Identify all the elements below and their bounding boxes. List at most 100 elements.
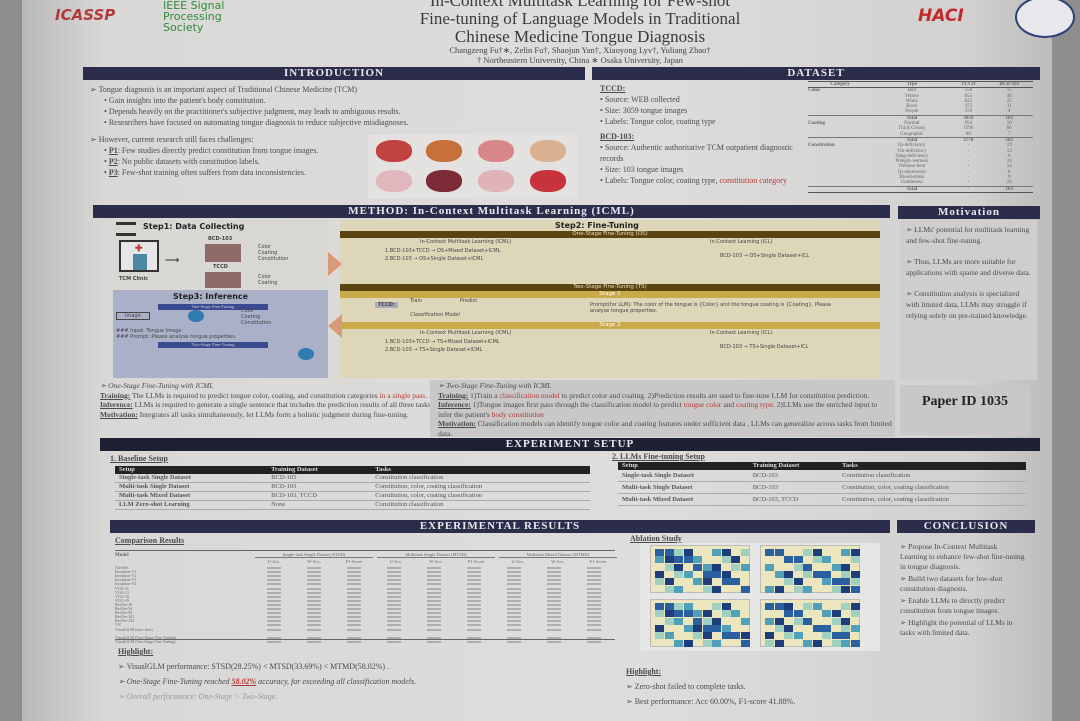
- model-header: Model: [115, 553, 129, 558]
- arrow-right-icon: [328, 252, 342, 276]
- heatmap-cell: [731, 632, 740, 640]
- heatmap-cell: [822, 610, 831, 618]
- cell: Yang-deficiency: [895, 153, 929, 159]
- heatmap-cell: [664, 549, 674, 556]
- heatmap-cell: [831, 563, 841, 571]
- value-cell-blurred: [427, 608, 441, 610]
- dataset-table-row: Total-103: [808, 186, 1033, 192]
- value-cell-blurred: [427, 628, 441, 631]
- heatmap-cell: [655, 610, 664, 618]
- metric-header: W-Acc.: [307, 559, 321, 564]
- value-cell-blurred: [307, 620, 321, 623]
- heatmap-cell: [674, 563, 683, 571]
- heatmap-cell: [674, 617, 683, 625]
- heatmap-cell: [721, 632, 731, 640]
- heatmap-cell: [850, 549, 860, 556]
- motivation-point: ➢ Thus, LLMs are more suitable for appli…: [906, 257, 1031, 277]
- heatmap-cell: [831, 578, 841, 586]
- dataset-table-row: Yin-deficiency-13: [808, 149, 1033, 154]
- cell: Blood-stasis: [899, 175, 925, 181]
- header-cell: Setup: [115, 466, 268, 474]
- icl-label: In-Context Learning (ICL): [710, 239, 773, 245]
- confusion-matrix-heatmap: [760, 599, 860, 647]
- dataset-table-row: Yang-deficiency-6: [808, 154, 1033, 159]
- heatmap-cell: [812, 603, 822, 610]
- cell: Black: [905, 104, 918, 110]
- heatmap-cell: [731, 563, 740, 571]
- ablation-title: Ablation Study: [630, 534, 682, 543]
- two-stage-motivation: Motivation: Classification models can id…: [438, 419, 892, 438]
- heatmap-cell: [784, 556, 793, 564]
- cell: BCD-103: [267, 482, 372, 492]
- value-cell-blurred: [307, 571, 321, 574]
- step1-panel: Step1: Data Collecting ✚ TCM Clinic ⟶ BC…: [113, 220, 328, 290]
- cell: 823: [964, 98, 973, 104]
- step1-title: Step1: Data Collecting: [143, 222, 245, 231]
- header-cell: Tasks: [371, 466, 590, 474]
- group-header: Multitask Single Dataset (MTSD): [377, 552, 495, 558]
- method-header: METHOD: In-Context Multitask Learning (I…: [93, 205, 890, 218]
- heatmap-cell: [683, 570, 693, 578]
- value-cell-blurred: [267, 599, 281, 602]
- highlight-item: ➢ VisualGLM performance: STSD(28.25%) < …: [118, 662, 390, 671]
- heatmap-cell: [702, 563, 712, 571]
- heatmap-cell: [721, 603, 731, 610]
- heatmap-cell: [664, 556, 674, 564]
- value-cell-blurred: [307, 612, 321, 615]
- icassp-logo: ICASSP: [55, 6, 155, 28]
- heatmap-cell: [841, 563, 850, 571]
- heatmap-cell: [841, 578, 850, 586]
- heatmap-cell: [693, 624, 702, 632]
- value-cell-blurred: [267, 624, 281, 627]
- value-cell-blurred: [267, 595, 281, 598]
- group-header: Single-task Single Dataset (STSD): [255, 552, 373, 558]
- layers-icon: [116, 222, 136, 236]
- header-cell: Setup: [618, 462, 749, 470]
- value-cell-blurred: [267, 579, 281, 582]
- cell: 4: [1007, 109, 1011, 115]
- heatmap-cell: [712, 617, 721, 625]
- cell: -: [967, 175, 970, 181]
- value-cell-blurred: [587, 579, 601, 582]
- value-cell-blurred: [387, 624, 401, 627]
- os-line: 2.BCD-103 → OS+Single Dataset+ICML: [385, 256, 484, 262]
- value-cell-blurred: [347, 599, 361, 602]
- model-name: Inception-V4: [115, 581, 137, 587]
- value-cell-blurred: [467, 591, 481, 594]
- heatmap-cell: [850, 578, 860, 586]
- heatmap-cell: [765, 603, 774, 610]
- intro-sub: • Researchers have focused on automating…: [104, 118, 409, 127]
- tccd-item: • Source: WEB collected: [600, 95, 680, 104]
- heatmap-cell: [774, 549, 784, 556]
- os-icl-line: BCD-103 → OS+Single Dataset+ICL: [720, 253, 810, 259]
- heatmap-cell: [765, 632, 774, 640]
- value-cell-blurred: [387, 579, 401, 582]
- value-cell-blurred: [507, 583, 521, 586]
- value-cell-blurred: [347, 624, 361, 627]
- value-cell-blurred: [427, 567, 441, 569]
- value-cell-blurred: [467, 579, 481, 582]
- heatmap-cell: [664, 610, 674, 618]
- cell: Constitution, color, coating classificat…: [371, 482, 590, 492]
- two-stage-title: ➢ Two-Stage Fine-Tuning with ICML: [438, 381, 552, 390]
- heatmap-cell: [712, 603, 721, 610]
- cell: 11: [1006, 104, 1012, 110]
- heatmap-cell: [674, 585, 683, 593]
- heatmap-cell: [731, 556, 740, 564]
- cell: Color: [808, 88, 821, 94]
- cell: Yin-deficiency: [896, 148, 927, 154]
- value-cell-blurred: [507, 567, 521, 569]
- value-cell-blurred: [427, 624, 441, 627]
- value-cell-blurred: [427, 579, 441, 582]
- image-box: Image: [116, 312, 150, 320]
- step2-panel: Step2: Fine-Tuning One-Stage Fine-Tuning…: [340, 220, 880, 378]
- heatmap-cell: [793, 585, 803, 593]
- heatmap-cell: [731, 610, 740, 618]
- confusion-matrix-heatmap: [650, 599, 750, 647]
- heatmap-cell: [712, 549, 721, 556]
- cell: -: [967, 180, 970, 186]
- heatmap-cell: [683, 639, 693, 647]
